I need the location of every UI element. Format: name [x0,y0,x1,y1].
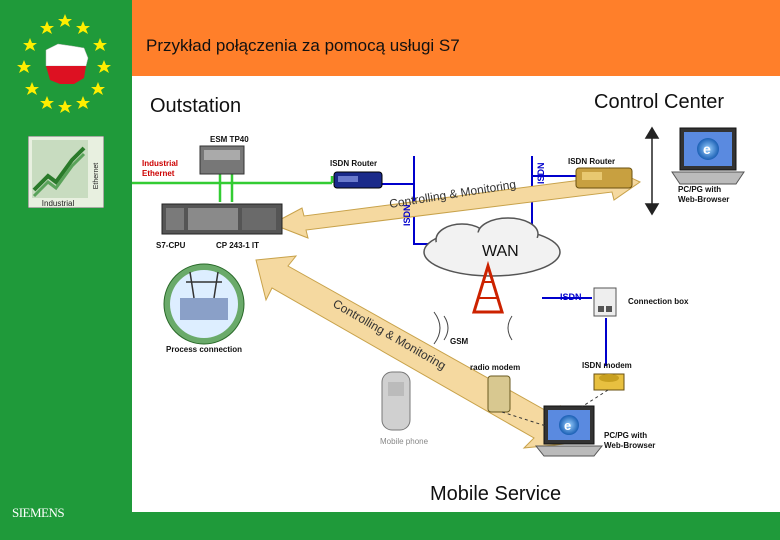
pc-pg-top-laptop: e [671,127,745,185]
gsm-tower-icon [433,260,513,345]
label-isdn-modem: ISDN modem [582,361,632,370]
label-pcpg-top-1: PC/PG with [678,185,721,194]
dashed-links [501,389,609,427]
label-pcpg-top-2: Web-Browser [678,195,729,204]
mobile-phone-icon [381,371,411,431]
isdn-router-left-device [333,171,383,189]
left-sidebar [0,0,132,540]
footer-bar [132,512,780,540]
ie-icon [559,415,579,435]
svg-text:e: e [703,141,711,157]
eu-stars-icon [17,14,111,113]
label-isdn-left: ISDN [402,204,412,226]
pc-pg-bottom-laptop: e [534,405,604,457]
label-gsm: GSM [450,337,469,346]
vertical-arrow [644,126,660,216]
logo-text-industrial: Industrial [42,199,75,208]
radio-modem-device [487,375,511,413]
network-diagram: Outstation Control Center Mobile Service… [132,91,745,505]
label-mobile-phone: Mobile phone [380,437,429,446]
label-connection-box: Connection box [628,297,689,306]
logo-text-ethernet: Ethernet [93,163,100,190]
label-isdn-box: ISDN [560,292,582,302]
wan-cloud-icon [423,217,561,277]
process-connection-icon [163,263,245,345]
label-isdn-right: ISDN [536,162,546,184]
slide-title: Przykład połączenia za pomocą usługi S7 [146,36,460,55]
label-isdn-router-right: ISDN Router [568,157,615,166]
label-controlling-diag: Controlling & Monitoring [331,296,449,372]
poland-map-icon [45,43,89,84]
label-mobile-service: Mobile Service [430,483,561,505]
esm-tp40-device [199,145,245,175]
label-control-center: Control Center [594,91,724,113]
siemens-logo: SIEMENS [12,505,65,520]
label-ethernet: Ethernet [142,169,175,178]
label-wan: WAN [482,243,519,260]
label-cp243: CP 243-1 IT [216,241,259,250]
isdn-router-right-device [575,167,633,189]
isdn-modem-device [593,373,625,391]
s7-cpu-rack [161,203,283,235]
industrial-ethernet-logo: Industrial Ethernet [28,136,104,208]
ethernet-links [132,172,334,202]
label-process-connection: Process connection [166,345,242,354]
connection-box-device [593,287,617,317]
arrow-controlling-top [270,167,642,239]
label-outstation: Outstation [150,95,241,117]
ie-icon [697,138,719,160]
label-industrial: Industrial [142,159,178,168]
label-s7-cpu: S7-CPU [156,241,186,250]
svg-text:e: e [564,418,571,433]
label-radio-modem: radio modem [470,363,520,372]
label-pcpg-bottom-1: PC/PG with [604,431,647,440]
label-isdn-router-left: ISDN Router [330,159,377,168]
label-esm-tp40: ESM TP40 [210,135,249,144]
eu-poland-emblem-icon [17,14,111,113]
title-bar [132,0,780,76]
label-pcpg-bottom-2: Web-Browser [604,441,655,450]
